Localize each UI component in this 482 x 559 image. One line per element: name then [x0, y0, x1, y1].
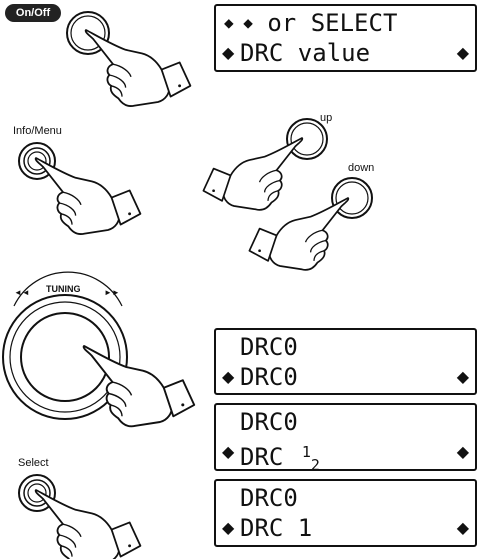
lcd-line-1: DRC0 [240, 408, 449, 436]
lcd-line-2: DRC 1 [240, 514, 449, 542]
info-menu-label: Info/Menu [13, 125, 62, 137]
up-label: up [320, 112, 332, 124]
right-arrow-icon: ◆ [457, 39, 469, 67]
down-button[interactable] [332, 178, 372, 218]
tuning-label: TUNING [46, 284, 81, 294]
pointing-hand-icon [86, 30, 191, 106]
tuning-next-icon: ►► [104, 288, 120, 297]
right-arrow-icon: ◆ [457, 363, 469, 391]
lcd-display-drc1: DRC0 ◆ DRC 1 ◆ [214, 479, 477, 547]
lcd-display-menu: ◆ ◆ or SELECT ◆ DRC value ◆ [214, 4, 477, 72]
lcd-display-drc-half: DRC0 ◆ DRC 12 ◆ [214, 403, 477, 471]
on-off-label: On/Off [5, 4, 61, 22]
lcd-line-1: DRC0 [240, 333, 449, 361]
lcd-line-2: DRC value [240, 39, 449, 67]
tuning-prev-icon: ◄◄ [14, 288, 30, 297]
left-arrow-icon: ◆ [222, 514, 234, 542]
right-arrow-icon: ◆ [457, 438, 469, 466]
right-arrow-icon: ◆ [457, 514, 469, 542]
up-button[interactable] [287, 119, 327, 159]
pointing-hand-icon [36, 490, 141, 559]
lcd-line-2: DRC 12 [240, 438, 449, 479]
select-label: Select [18, 457, 49, 469]
down-label: down [348, 162, 374, 174]
left-arrow-icon: ◆ [222, 39, 234, 67]
pointing-hand-icon [36, 158, 141, 234]
nav-arrows-icon: ◆ ◆ [224, 13, 253, 32]
left-arrow-icon: ◆ [222, 438, 234, 466]
left-arrow-icon: ◆ [222, 363, 234, 391]
lcd-display-drc0: DRC0 ◆ DRC0 ◆ [214, 328, 477, 395]
pointing-hand-icon [203, 138, 302, 210]
lcd-line-2: DRC0 [240, 363, 449, 391]
lcd-line-1: ◆ ◆ or SELECT [224, 9, 449, 37]
lcd-line-1: DRC0 [240, 484, 449, 512]
